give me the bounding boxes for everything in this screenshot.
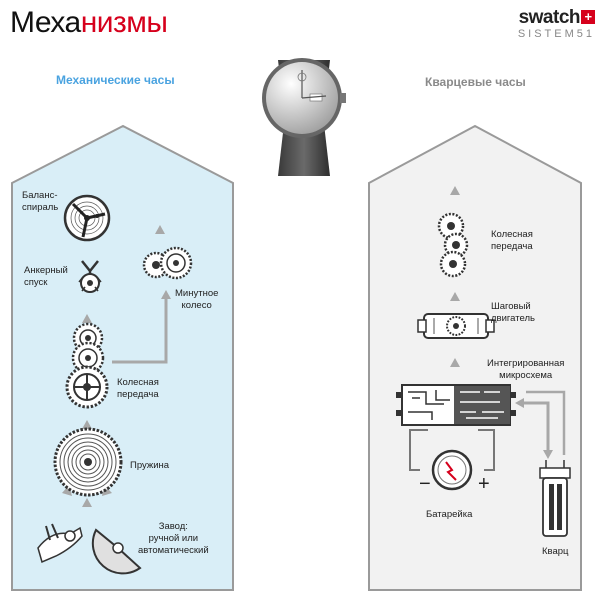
quartz-gear-train-label: Колесная передача: [491, 229, 533, 252]
quartz-gear-train-icon: [437, 212, 469, 278]
mainspring-icon: [53, 427, 123, 497]
rotor-winding-icon: [91, 528, 142, 575]
gear-train-label: Колесная передача: [117, 377, 159, 400]
title-red-part: низмы: [80, 6, 168, 39]
integrated-circuit-icon: [396, 384, 516, 426]
quartz-crystal-icon: [539, 460, 571, 537]
quartz-crystal-label: Кварц: [542, 546, 569, 557]
balance-spring-icon: [63, 194, 111, 242]
brand-subtitle: SISTEM51: [517, 28, 595, 40]
stepper-motor-label: Шаговый двигатель: [491, 301, 535, 324]
watch-illustration: [262, 58, 346, 176]
hand-winding-icon: [37, 523, 83, 564]
swiss-cross-icon: +: [581, 10, 595, 24]
brand-name: swatch: [518, 7, 581, 28]
quartz-panel: [368, 124, 582, 591]
mainspring-label: Пружина: [130, 460, 170, 471]
quartz-arrows: [409, 186, 566, 471]
quartz-section-title: Кварцевые часы: [425, 75, 526, 89]
gear-train-icon: [65, 322, 109, 409]
balance-spring-label: Баланс- спираль: [22, 190, 59, 213]
winding-label: Завод: ручной или автоматический: [138, 521, 209, 556]
brand-logo: swatch+ SISTEM51: [518, 8, 595, 40]
title-black-part: Меха: [10, 6, 81, 39]
integrated-circuit-label: Интегрированная микросхема: [487, 358, 565, 381]
battery-plus-sign: +: [478, 473, 490, 495]
battery-minus-sign: −: [419, 473, 431, 495]
battery-label: Батарейка: [426, 509, 473, 520]
battery-icon: [431, 449, 473, 491]
mechanical-section-title: Механические часы: [56, 73, 175, 87]
anchor-escapement-label: Анкерный спуск: [24, 265, 68, 288]
minute-wheel-label: Минутное колесо: [175, 288, 219, 311]
mechanical-arrows: [62, 225, 171, 507]
page-title: Механизмы: [10, 6, 168, 40]
anchor-escapement-icon: [78, 260, 102, 293]
stepper-motor-icon: [417, 313, 495, 339]
minute-wheel-icon: [142, 246, 193, 280]
